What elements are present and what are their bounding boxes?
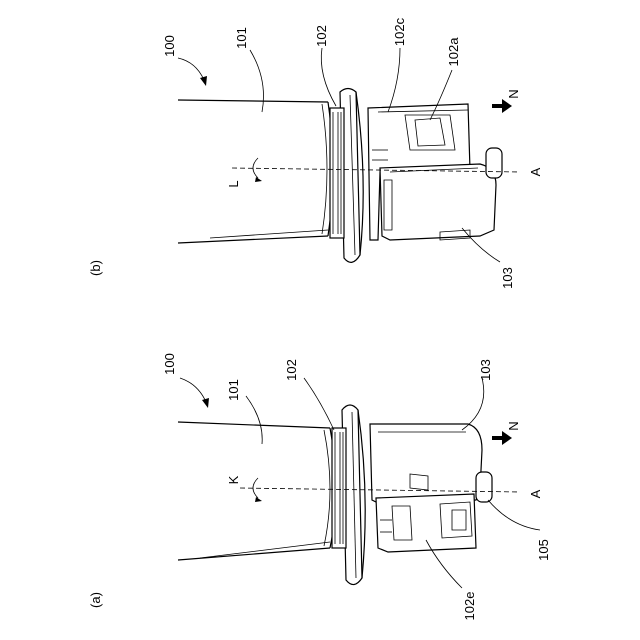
panel-a-leader-102 bbox=[304, 378, 334, 430]
panel-b-body-101 bbox=[178, 100, 333, 243]
panel-a-label-flange: 102 bbox=[284, 359, 299, 381]
panel-b-leader-102 bbox=[321, 48, 336, 106]
panel-b-leader-102c bbox=[388, 48, 400, 112]
panel-a-leader-101 bbox=[246, 396, 262, 444]
panel-a-label-body: 101 bbox=[226, 379, 241, 401]
panel-a-leader-100 bbox=[180, 378, 206, 402]
panel-a-label-part-e: 102e bbox=[462, 592, 477, 621]
panel-b-label-rotation: L bbox=[226, 180, 241, 187]
panel-b-label-part-a: 102a bbox=[446, 37, 461, 67]
panel-b-rotation-arrowhead bbox=[255, 177, 262, 182]
panel-a-leader-105 bbox=[488, 500, 540, 530]
panel-a-leader-103 bbox=[462, 378, 484, 430]
panel-b-label-body: 101 bbox=[234, 27, 249, 49]
panel-a-label-rotation: K bbox=[226, 475, 241, 484]
panel-b-gear-102 bbox=[330, 108, 344, 238]
panel-a-label-direction: N bbox=[506, 421, 521, 430]
panel-b-label-part-c: 102c bbox=[392, 17, 407, 46]
panel-b-label-axis: A bbox=[528, 167, 543, 176]
panel-a-rotation-arrowhead bbox=[255, 497, 262, 502]
panel-a-leader-100-arrowhead bbox=[202, 398, 209, 408]
panel-a-gear-102 bbox=[332, 428, 346, 548]
panel-a-label-part-105: 105 bbox=[536, 539, 551, 561]
panel-b-label-direction: N bbox=[506, 89, 521, 98]
panel-a-label-assembly: 100 bbox=[162, 353, 177, 375]
panel-a: 100 101 102 103 102e 105 A K N (a) bbox=[88, 353, 551, 620]
panel-b-label-flange: 102 bbox=[314, 25, 329, 47]
panel-b-label-assembly: 100 bbox=[162, 35, 177, 57]
panel-a-panel-label: (a) bbox=[88, 592, 103, 608]
panel-b: 100 101 102 102c 102a 103 A L N (b) bbox=[88, 17, 543, 288]
panel-a-label-cap: 103 bbox=[478, 359, 493, 381]
panel-a-label-axis: A bbox=[528, 489, 543, 498]
panel-b-label-cap: 103 bbox=[500, 267, 515, 289]
panel-b-leader-100-arrowhead bbox=[200, 76, 207, 86]
panel-b-leader-100 bbox=[178, 58, 204, 80]
panel-a-body-101 bbox=[178, 422, 336, 560]
panel-b-direction-arrow bbox=[492, 99, 512, 113]
panel-a-direction-arrow bbox=[492, 431, 512, 445]
panel-b-leader-101 bbox=[250, 50, 264, 112]
panel-a-housing-102e bbox=[376, 494, 476, 552]
panel-b-panel-label: (b) bbox=[88, 260, 103, 276]
panel-a-cap-103 bbox=[370, 424, 492, 504]
